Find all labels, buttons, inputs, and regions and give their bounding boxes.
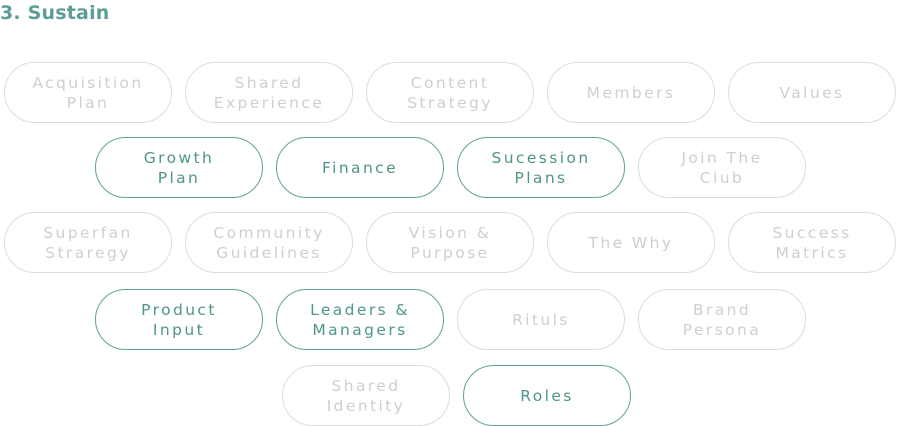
pill-label: Shared Identity bbox=[326, 376, 406, 415]
pill-label: Leaders & Managers bbox=[310, 300, 410, 339]
pill-label: Join The Club bbox=[681, 148, 763, 187]
pill-community-guidelines[interactable]: Community Guidelines bbox=[185, 212, 353, 273]
pill-shared-experience[interactable]: Shared Experience bbox=[185, 62, 353, 123]
pill-label: Members bbox=[586, 83, 676, 102]
pill-label: Growth Plan bbox=[143, 148, 215, 187]
pill-label: Finance bbox=[321, 158, 399, 177]
pill-label: The Why bbox=[588, 233, 674, 252]
pill-growth-plan[interactable]: Growth Plan bbox=[95, 137, 263, 198]
pill-the-why[interactable]: The Why bbox=[547, 212, 715, 273]
pill-label: Vision & Purpose bbox=[408, 223, 492, 262]
pill-superfan-strategy[interactable]: Superfan Straregy bbox=[4, 212, 172, 273]
pill-vision-purpose[interactable]: Vision & Purpose bbox=[366, 212, 534, 273]
pill-label: Rituls bbox=[512, 310, 570, 329]
pill-rituals[interactable]: Rituls bbox=[457, 289, 625, 350]
pill-label: Sucession Plans bbox=[491, 148, 591, 187]
pill-shared-identity[interactable]: Shared Identity bbox=[282, 365, 450, 426]
pill-label: Community Guidelines bbox=[213, 223, 325, 262]
pill-label: Success Matrics bbox=[772, 223, 852, 262]
pill-finance[interactable]: Finance bbox=[276, 137, 444, 198]
pill-success-metrics[interactable]: Success Matrics bbox=[728, 212, 896, 273]
pill-join-the-club[interactable]: Join The Club bbox=[638, 137, 806, 198]
pill-label: Acquisition Plan bbox=[32, 73, 144, 112]
pill-content-strategy[interactable]: Content Strategy bbox=[366, 62, 534, 123]
pill-label: Shared Experience bbox=[213, 73, 325, 112]
pill-values[interactable]: Values bbox=[728, 62, 896, 123]
pill-label: Brand Persona bbox=[682, 300, 762, 339]
pill-sucession-plans[interactable]: Sucession Plans bbox=[457, 137, 625, 198]
pill-label: Product Input bbox=[141, 300, 217, 339]
pill-leaders-managers[interactable]: Leaders & Managers bbox=[276, 289, 444, 350]
section-title: 3. Sustain bbox=[0, 2, 110, 24]
pill-label: Roles bbox=[520, 386, 574, 405]
pill-acquisition-plan[interactable]: Acquisition Plan bbox=[4, 62, 172, 123]
pill-label: Content Strategy bbox=[407, 73, 493, 112]
pill-members[interactable]: Members bbox=[547, 62, 715, 123]
pill-product-input[interactable]: Product Input bbox=[95, 289, 263, 350]
pill-brand-persona[interactable]: Brand Persona bbox=[638, 289, 806, 350]
pill-roles[interactable]: Roles bbox=[463, 365, 631, 426]
pill-label: Values bbox=[779, 83, 845, 102]
pill-label: Superfan Straregy bbox=[43, 223, 133, 262]
